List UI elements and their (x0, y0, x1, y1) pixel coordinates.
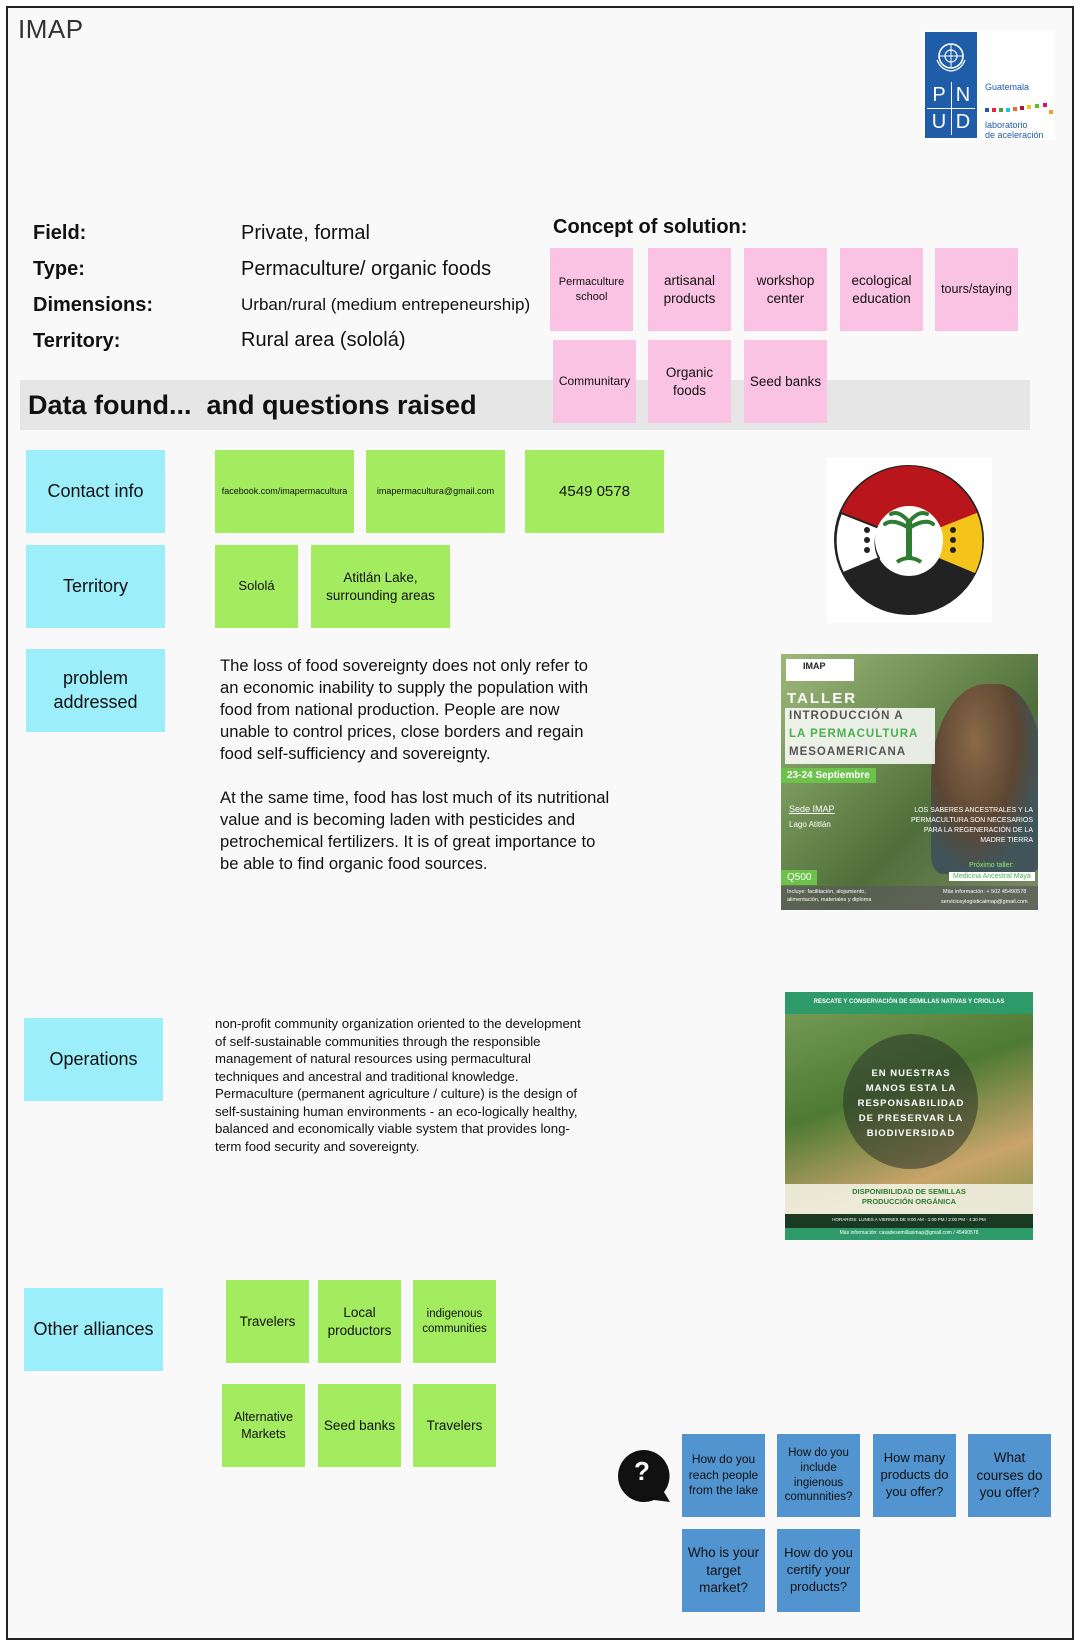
question-note-target: Who is your target market? (682, 1529, 765, 1612)
workshop-poster: IMAP TALLER INTRODUCCIÓN A LA PERMACULTU… (781, 654, 1038, 910)
poster-info: Más información: + 502 45490578 (943, 889, 1027, 895)
question-note-reach: How do you reach people from the lake (682, 1434, 765, 1517)
poster-sede: Sede IMAP (789, 804, 835, 814)
poster-title-1: INTRODUCCIÓN A (789, 710, 904, 722)
concept-note-communitary: Communitary (553, 340, 636, 423)
seed-poster-circle (843, 1034, 978, 1169)
section-banner (20, 380, 1030, 430)
poster-taller: TALLER (787, 690, 858, 707)
imap-emblem (827, 458, 992, 623)
concept-note-ecological-education: ecological education (840, 248, 923, 331)
category-contact-info: Contact info (26, 450, 165, 533)
logo-letter-p: P (927, 82, 952, 109)
poster-next: Próximo taller: (969, 862, 1014, 869)
question-note-include: How do you include ingienous comunnities… (777, 1434, 860, 1517)
category-problem-addressed: problem addressed (26, 649, 165, 732)
seed-poster: RESCATE Y CONSERVACIÓN DE SEMILLAS NATIV… (785, 992, 1033, 1240)
concept-note-artisanal-products: artisanal products (648, 248, 731, 331)
type-value: Permaculture/ organic foods (241, 258, 492, 280)
problem-paragraph-2: At the same time, food has lost much of … (220, 788, 610, 873)
seed-poster-top-bar (785, 992, 1033, 1014)
category-territory: Territory (26, 545, 165, 628)
alliance-note-travelers-2: Travelers (413, 1384, 496, 1467)
alliance-note-local-productors: Local productors (318, 1280, 401, 1363)
logo-letter-d: D (955, 111, 971, 133)
alliance-note-indigenous-communities: indigenous communities (413, 1280, 496, 1363)
field-value: Private, formal (241, 222, 370, 244)
logo-lab-line1: laboratorio (985, 120, 1028, 130)
logo-letter-n: N (951, 82, 975, 109)
poster-person (931, 684, 1038, 874)
poster-footer (781, 886, 1038, 910)
question-note-courses: What courses do you offer? (968, 1434, 1051, 1517)
question-note-certify: How do you certify your products? (777, 1529, 860, 1612)
seed-poster-top: RESCATE Y CONSERVACIÓN DE SEMILLAS NATIV… (813, 999, 1005, 1005)
alliance-note-alternative-markets: Alternative Markets (222, 1384, 305, 1467)
logo-country: Guatemala (985, 82, 1030, 92)
concept-note-tours-staying: tours/staying (935, 248, 1018, 331)
poster-brand: IMAP (803, 661, 826, 671)
alliance-note-seed-banks: Seed banks (318, 1384, 401, 1467)
un-emblem-icon (933, 38, 969, 74)
logo-letter-u: U (927, 109, 952, 135)
seed-poster-line1: DISPONIBILIDAD DE SEMILLAS (852, 1187, 966, 1196)
poster-includes: Incluye: facilitación, alojamiento, alim… (787, 889, 872, 903)
question-note-products: How many products do you offer? (873, 1434, 956, 1517)
territory-label: Territory: (33, 330, 121, 352)
problem-paragraph-1: The loss of food sovereignty does not on… (220, 656, 589, 763)
concept-note-organic-foods: Organic foods (648, 340, 731, 423)
territory-value: Rural area (sololá) (241, 329, 406, 351)
poster-next-course: Medicina Ancestral Maya (949, 872, 1035, 881)
poster-price: Q500 (781, 870, 818, 885)
poster-date: 23-24 Septiembre (781, 768, 876, 783)
dimensions-value: Urban/rural (medium entrepeneurship) (241, 295, 531, 314)
contact-note-email: imapermacultura@gmail.com (366, 450, 505, 533)
seed-poster-line2: PRODUCCIÓN ORGÁNICA (861, 1197, 957, 1206)
seed-poster-footer: Más información: casadesemillasimap@gmai… (839, 1230, 979, 1236)
seed-poster-footer-bar (785, 1228, 1033, 1240)
dimensions-label: Dimensions: (33, 294, 154, 316)
question-bubble-icon: ? (616, 1448, 672, 1504)
concept-title: Concept of solution: (553, 216, 748, 238)
poster-lago: Lago Atitlán (789, 820, 831, 829)
category-operations: Operations (24, 1018, 163, 1101)
poster-brand-box (786, 659, 854, 681)
concept-note-permaculture-school: Permaculture school (550, 248, 633, 331)
logo-dots (985, 102, 1055, 114)
category-other-alliances: Other alliances (24, 1288, 163, 1371)
concept-note-seed-banks: Seed banks (744, 340, 827, 423)
concept-note-workshop-center: workshop center (744, 248, 827, 331)
alliance-note-travelers: Travelers (226, 1280, 309, 1363)
type-label: Type: (33, 258, 85, 280)
field-label: Field: (33, 222, 87, 244)
seed-poster-hours-bar (785, 1214, 1033, 1228)
seed-poster-center: EN NUESTRAS MANOS ESTA LA RESPONSABILIDA… (857, 1068, 965, 1139)
territory-note-atitlan: Atitlán Lake, surrounding areas (311, 545, 450, 628)
pnud-logo: P N U D Guatemala laboratorio de acelera… (925, 30, 1055, 140)
logo-block: P N U D (925, 32, 977, 138)
page-title: IMAP (18, 14, 84, 44)
poster-quote: LOS SABERES ANCESTRALES Y LA PERMACULTUR… (910, 807, 1033, 844)
seed-poster-hours: HORARIOS: LUNES A VIERNES DE 9:00 AM - 1… (832, 1217, 986, 1222)
contact-note-phone: 4549 0578 (525, 450, 664, 533)
poster-title-box (785, 708, 935, 764)
operations-text: non-profit community organization orient… (215, 1016, 581, 1154)
poster-mail: serviciosylogisticaimap@gmail.com (941, 899, 1028, 905)
poster-title-3: MESOAMERICANA (789, 746, 907, 758)
poster-title-2: LA PERMACULTURA (789, 728, 919, 740)
contact-note-facebook: facebook.com/imapermacultura (215, 450, 354, 533)
section-banner-title: Data found... and questions raised (28, 390, 477, 420)
question-mark: ? (634, 1456, 650, 1486)
logo-lab-line2: de aceleración (985, 130, 1044, 140)
seed-poster-bottom-box (785, 1184, 1033, 1214)
territory-note-solola: Sololá (215, 545, 298, 628)
